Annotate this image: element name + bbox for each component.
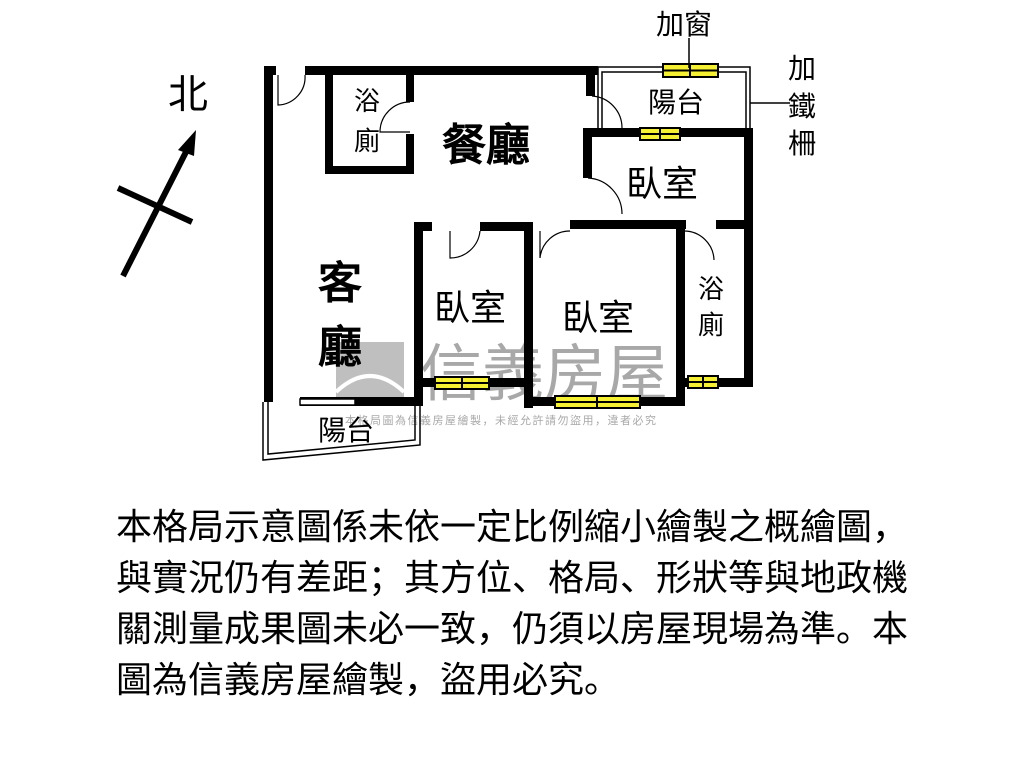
window-icon — [662, 63, 719, 78]
north-compass — [116, 130, 196, 278]
windows — [434, 63, 719, 409]
bath-1-label: 廁 — [354, 127, 380, 157]
window-icon — [434, 376, 490, 390]
living-label: 客 — [318, 258, 362, 309]
door-icon — [683, 230, 715, 261]
bath-2-label: 廁 — [698, 311, 724, 341]
door-icon — [277, 74, 306, 106]
window-icon — [639, 127, 681, 141]
balcony-bottom-label: 陽台 — [318, 414, 374, 447]
watermark-notice: 本格局圖為信義房屋繪製，未經允許請勿盜用，違者必究 — [345, 413, 658, 427]
door-icon — [539, 230, 571, 259]
window-icon — [554, 395, 641, 409]
door-icon — [379, 101, 411, 133]
door-swings — [277, 74, 715, 261]
bath-1-label: 浴 — [354, 87, 380, 117]
dining-label: 餐廳 — [442, 120, 530, 171]
bedroom-mid-label: 臥室 — [434, 288, 506, 329]
door-icon — [587, 177, 623, 215]
add-grille-label-1: 加 — [788, 52, 816, 85]
disclaimer-text: 本格局示意圖係未依一定比例縮小繪製之概繪圖，與實況仍有差距；其方位、格局、形狀等… — [116, 507, 909, 701]
add-window-label: 加窗 — [656, 8, 712, 41]
door-icon — [449, 230, 481, 259]
north-arrow-icon — [120, 146, 191, 278]
door-icon — [591, 95, 623, 129]
balcony-top-label: 陽台 — [648, 86, 704, 119]
add-grille-label-2: 鐵 — [788, 90, 816, 123]
living-label: 廳 — [318, 322, 362, 373]
bedroom-south-label: 臥室 — [562, 298, 634, 339]
bath-2-label: 浴 — [698, 275, 724, 305]
door-openings — [432, 220, 716, 232]
add-grille-label-3: 柵 — [788, 127, 816, 160]
bedroom-ne-label: 臥室 — [626, 164, 698, 205]
watermark-logo — [336, 342, 404, 402]
window-icon — [687, 375, 719, 389]
north-label: 北 — [168, 72, 208, 118]
